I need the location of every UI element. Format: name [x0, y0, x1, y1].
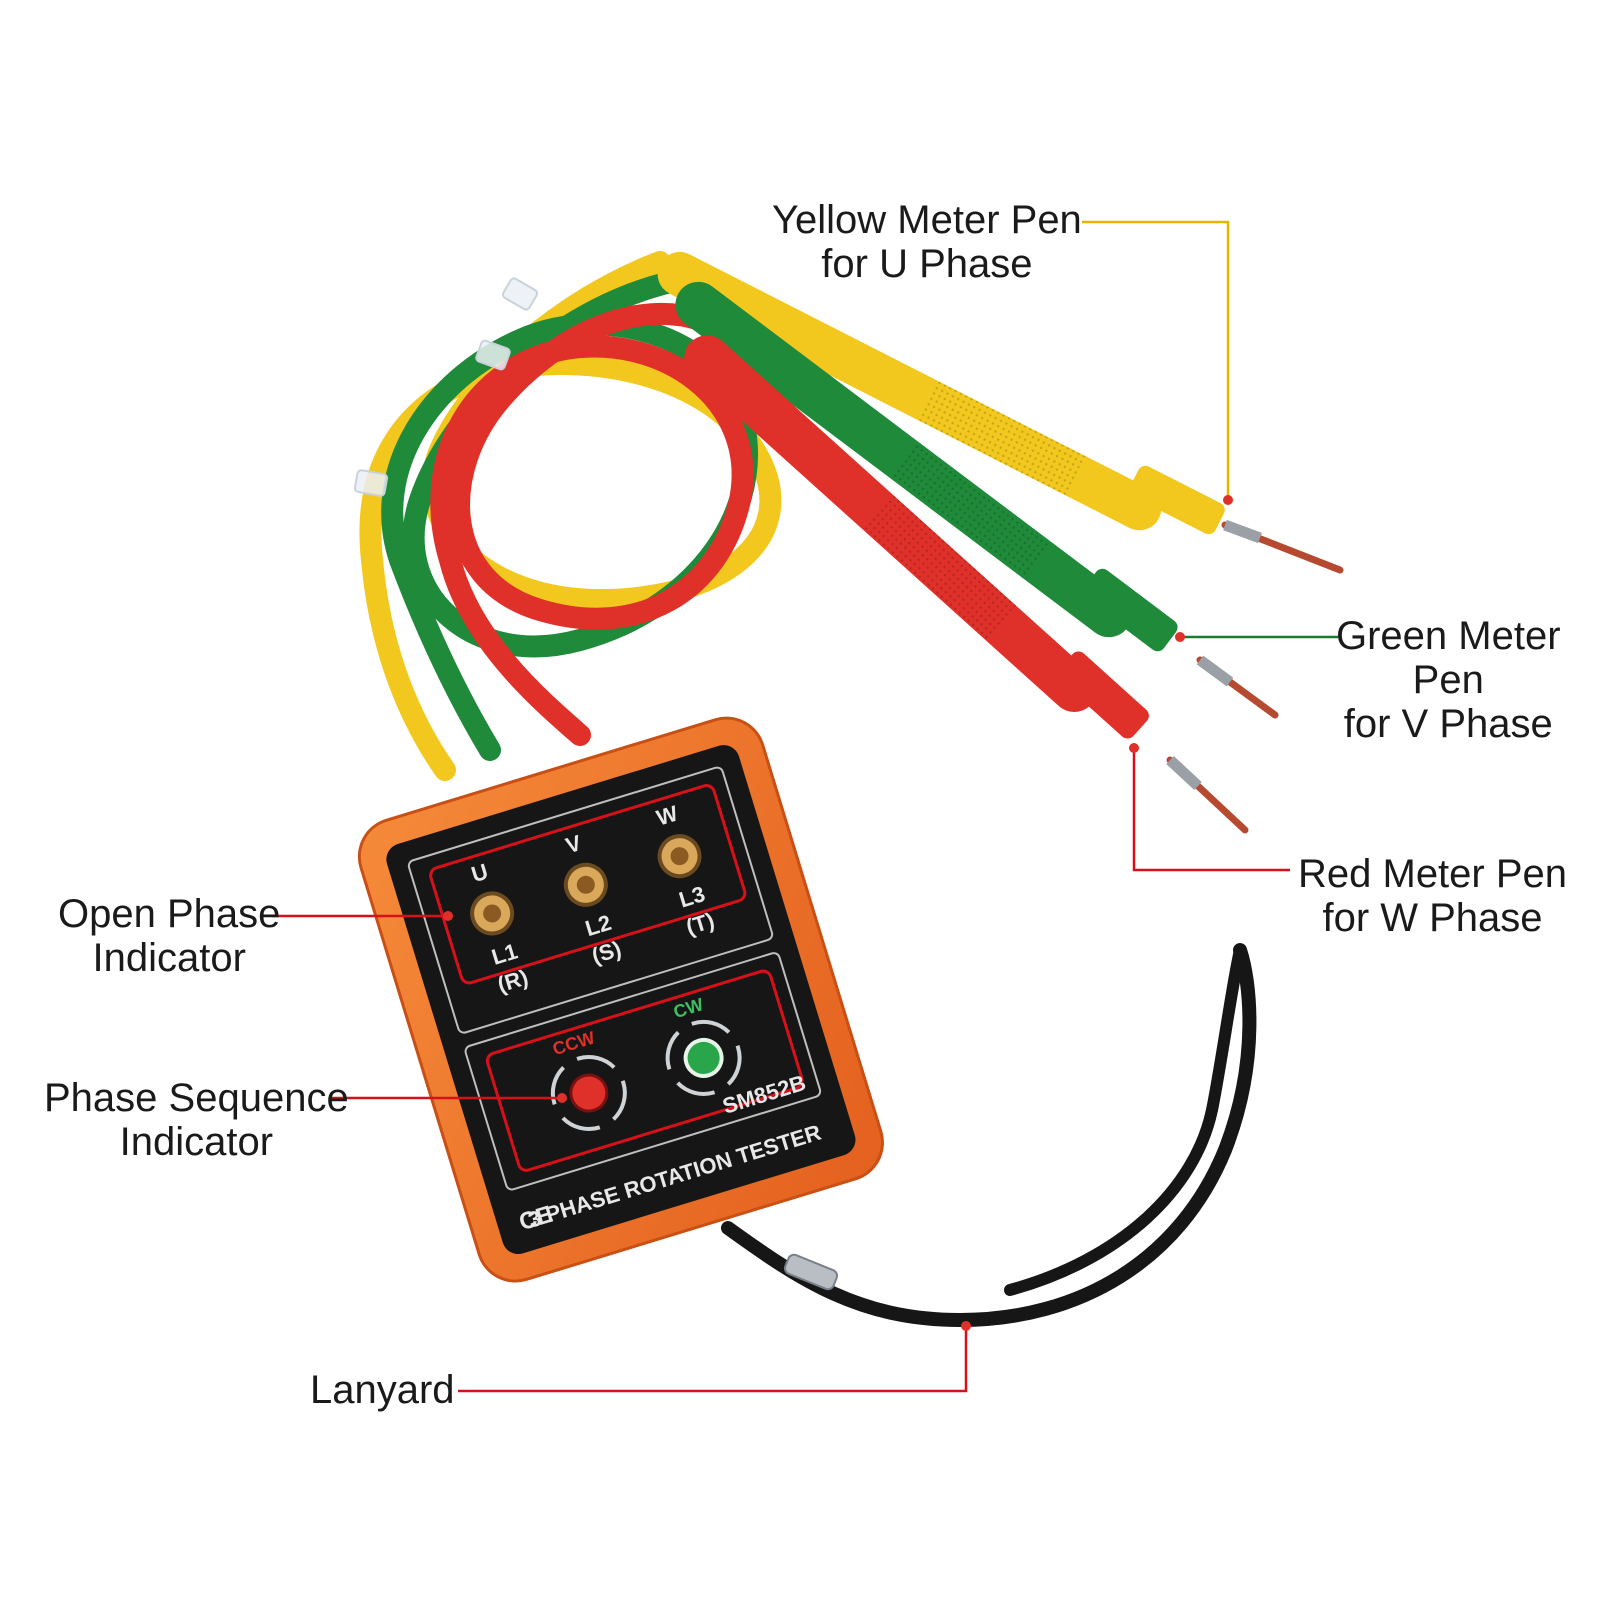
phase-rotation-tester: U V W L1 L2 L3 (R) (S) (T) CCW CW SM852B…	[357, 716, 884, 1283]
lanyard-callout-line1: Lanyard	[310, 1368, 455, 1412]
phase-sequence-callout-line1: Phase Sequence	[44, 1076, 349, 1120]
rotation-frame	[464, 952, 822, 1191]
green-pen-callout-line3: for V Phase	[1343, 702, 1553, 746]
green-pen-callout: Green Meter Pen for V Phase	[1336, 614, 1561, 746]
yellow-meter-pen	[657, 251, 1344, 574]
open-phase-callout-line2: Indicator	[92, 936, 246, 980]
phase-leds	[470, 834, 702, 936]
open-phase-callout-line1: Open Phase	[58, 892, 281, 936]
red-pen-callout-line2: for W Phase	[1322, 896, 1543, 940]
leader-lines	[272, 220, 1338, 1393]
yellow-pen-callout: Yellow Meter Pen for U Phase	[772, 198, 1082, 286]
open-phase-frame	[407, 766, 774, 1034]
green-pen-callout-line1: Green Meter	[1336, 614, 1561, 658]
red-pen-leader	[1132, 748, 1290, 872]
coiled-cables	[359, 251, 782, 781]
yellow-pen-callout-line1: Yellow Meter Pen	[772, 198, 1082, 242]
lanyard-callout: Lanyard	[310, 1368, 455, 1412]
cable-tie	[475, 339, 511, 371]
led-cw	[683, 1037, 724, 1078]
phase-sequence-callout: Phase Sequence Indicator	[44, 1076, 349, 1164]
cable-tie	[353, 469, 389, 497]
green-meter-pen	[675, 281, 1279, 719]
cable-tie	[501, 277, 539, 311]
green-pen-callout-line2: Pen	[1412, 658, 1484, 702]
phase-letter-u: U	[468, 859, 491, 888]
cable-ties	[353, 277, 539, 497]
lanyard-leader	[458, 1326, 968, 1393]
phase-sequence-callout-line2: Indicator	[119, 1120, 274, 1164]
yellow-pen-callout-line2: for U Phase	[821, 242, 1033, 286]
yellow-pen-leader	[1082, 220, 1230, 500]
open-phase-red-frame	[429, 784, 747, 985]
lanyard-clip	[783, 1253, 839, 1291]
open-phase-callout: Open Phase Indicator	[58, 892, 280, 980]
red-pen-callout: Red Meter Pen for W Phase	[1298, 852, 1567, 940]
led-ccw	[569, 1073, 609, 1113]
red-meter-pen	[684, 335, 1249, 834]
ccw-indicator	[550, 1055, 627, 1132]
lanyard-cord	[721, 943, 1257, 1328]
red-cable	[430, 302, 754, 746]
cw-indicator	[665, 1019, 742, 1096]
red-pen-callout-line1: Red Meter Pen	[1298, 852, 1568, 896]
rotation-red-frame	[485, 969, 804, 1172]
